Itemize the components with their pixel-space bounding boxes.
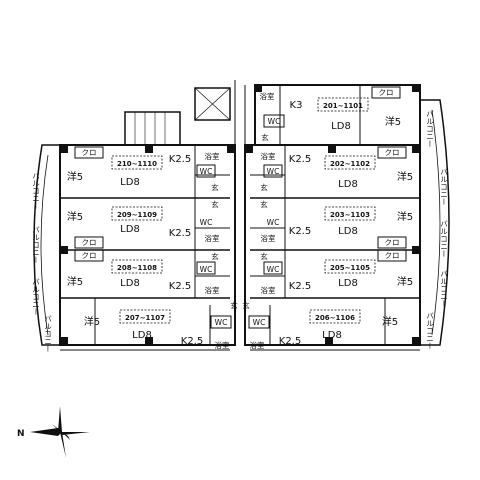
unit-201: 201~1101 (323, 102, 363, 110)
balcony-label: バルコニー (439, 168, 448, 206)
room-kitchen: K2.5 (181, 336, 203, 347)
room-ld: LD8 (120, 278, 140, 289)
room-kitchen: K2.5 (169, 154, 191, 165)
room-kitchen: K2.5 (289, 226, 311, 237)
room-wc: WC (200, 218, 213, 227)
room-closet: クロ (385, 148, 400, 157)
balcony-label: バルコニー (425, 110, 434, 148)
room-bath: 浴室 (261, 151, 276, 161)
closets (74, 86, 407, 262)
room-western: 洋5 (382, 315, 398, 328)
balcony-label: バルコニー (31, 278, 40, 316)
room-ld: LD8 (338, 179, 358, 190)
room-labels: 洋5 LD8 K2.5 浴室 WC 玄 クロ 洋5 LD8 K2.5 浴室 WC… (67, 88, 413, 350)
room-closet: クロ (385, 251, 400, 260)
balcony-label: バルコニー (31, 172, 40, 210)
room-entry: 玄 (261, 132, 269, 142)
room-western: 洋5 (67, 275, 83, 288)
room-wc: WC (200, 167, 213, 176)
room-kitchen: K3 (290, 100, 303, 111)
unit-label-boxes (111, 97, 376, 324)
balcony-label: バルコニー (43, 315, 52, 353)
room-entry: 玄 (242, 300, 250, 310)
room-entry: 玄 (260, 199, 268, 209)
unit-209: 209~1109 (117, 211, 157, 219)
room-wc: WC (253, 318, 266, 327)
room-ld: LD8 (120, 177, 140, 188)
room-bath: 浴室 (205, 151, 220, 161)
room-kitchen: K2.5 (169, 228, 191, 239)
room-ld: LD8 (338, 226, 358, 237)
room-closet: クロ (379, 88, 394, 97)
balcony-label: バルコニー (31, 226, 40, 264)
room-bath: 浴室 (250, 340, 265, 350)
room-entry: 玄 (230, 300, 238, 310)
room-wc: WC (200, 265, 213, 274)
room-bath: 浴室 (205, 233, 220, 243)
room-western: 洋5 (397, 210, 413, 223)
room-closet: クロ (82, 238, 97, 247)
compass-icon: N (17, 406, 90, 458)
room-kitchen: K2.5 (289, 154, 311, 165)
wc-boxes (196, 114, 285, 329)
room-bath: 浴室 (215, 340, 230, 350)
room-ld: LD8 (132, 330, 152, 341)
room-entry: 玄 (260, 182, 268, 192)
room-wc: WC (267, 167, 280, 176)
room-ld: LD8 (331, 121, 351, 132)
room-bath: 浴室 (261, 233, 276, 243)
room-entry: 玄 (260, 251, 268, 261)
balcony-label: バルコニー (425, 312, 434, 350)
room-closet: クロ (385, 238, 400, 247)
room-wc: WC (215, 318, 228, 327)
room-bath: 浴室 (260, 91, 275, 101)
unit-207: 207~1107 (125, 314, 165, 322)
room-entry: 玄 (211, 251, 219, 261)
balcony-label: バルコニー (439, 270, 448, 308)
room-western: 洋5 (84, 315, 100, 328)
room-wc: WC (268, 117, 281, 126)
compass-north-label: N (17, 429, 25, 439)
room-entry: 玄 (211, 199, 219, 209)
unit-numbers: 210~1110 209~1109 208~1108 207~1107 201~… (117, 102, 370, 322)
room-western: 洋5 (385, 115, 401, 128)
room-entry: 玄 (211, 182, 219, 192)
room-western: 洋5 (397, 170, 413, 183)
unit-202: 202~1102 (330, 160, 370, 168)
unit-205: 205~1105 (330, 264, 370, 272)
room-wc: WC (267, 265, 280, 274)
room-bath: 浴室 (205, 285, 220, 295)
unit-203: 203~1103 (330, 211, 370, 219)
balcony-labels: バルコニー バルコニー バルコニー バルコニー バルコニー バルコニー バルコニ… (31, 110, 448, 353)
room-kitchen: K2.5 (289, 281, 311, 292)
room-kitchen: K2.5 (169, 281, 191, 292)
room-closet: クロ (82, 148, 97, 157)
room-western: 洋5 (397, 275, 413, 288)
structural-columns (60, 85, 420, 345)
room-kitchen: K2.5 (279, 336, 301, 347)
room-western: 洋5 (67, 210, 83, 223)
balcony-label: バルコニー (439, 220, 448, 258)
room-ld: LD8 (120, 224, 140, 235)
unit-210: 210~1110 (117, 160, 157, 168)
unit-206: 206~1106 (315, 314, 355, 322)
unit-208: 208~1108 (117, 264, 157, 272)
room-western: 洋5 (67, 170, 83, 183)
room-ld: LD8 (338, 278, 358, 289)
room-bath: 浴室 (261, 285, 276, 295)
room-closet: クロ (82, 251, 97, 260)
room-ld: LD8 (322, 330, 342, 341)
room-wc: WC (267, 218, 280, 227)
